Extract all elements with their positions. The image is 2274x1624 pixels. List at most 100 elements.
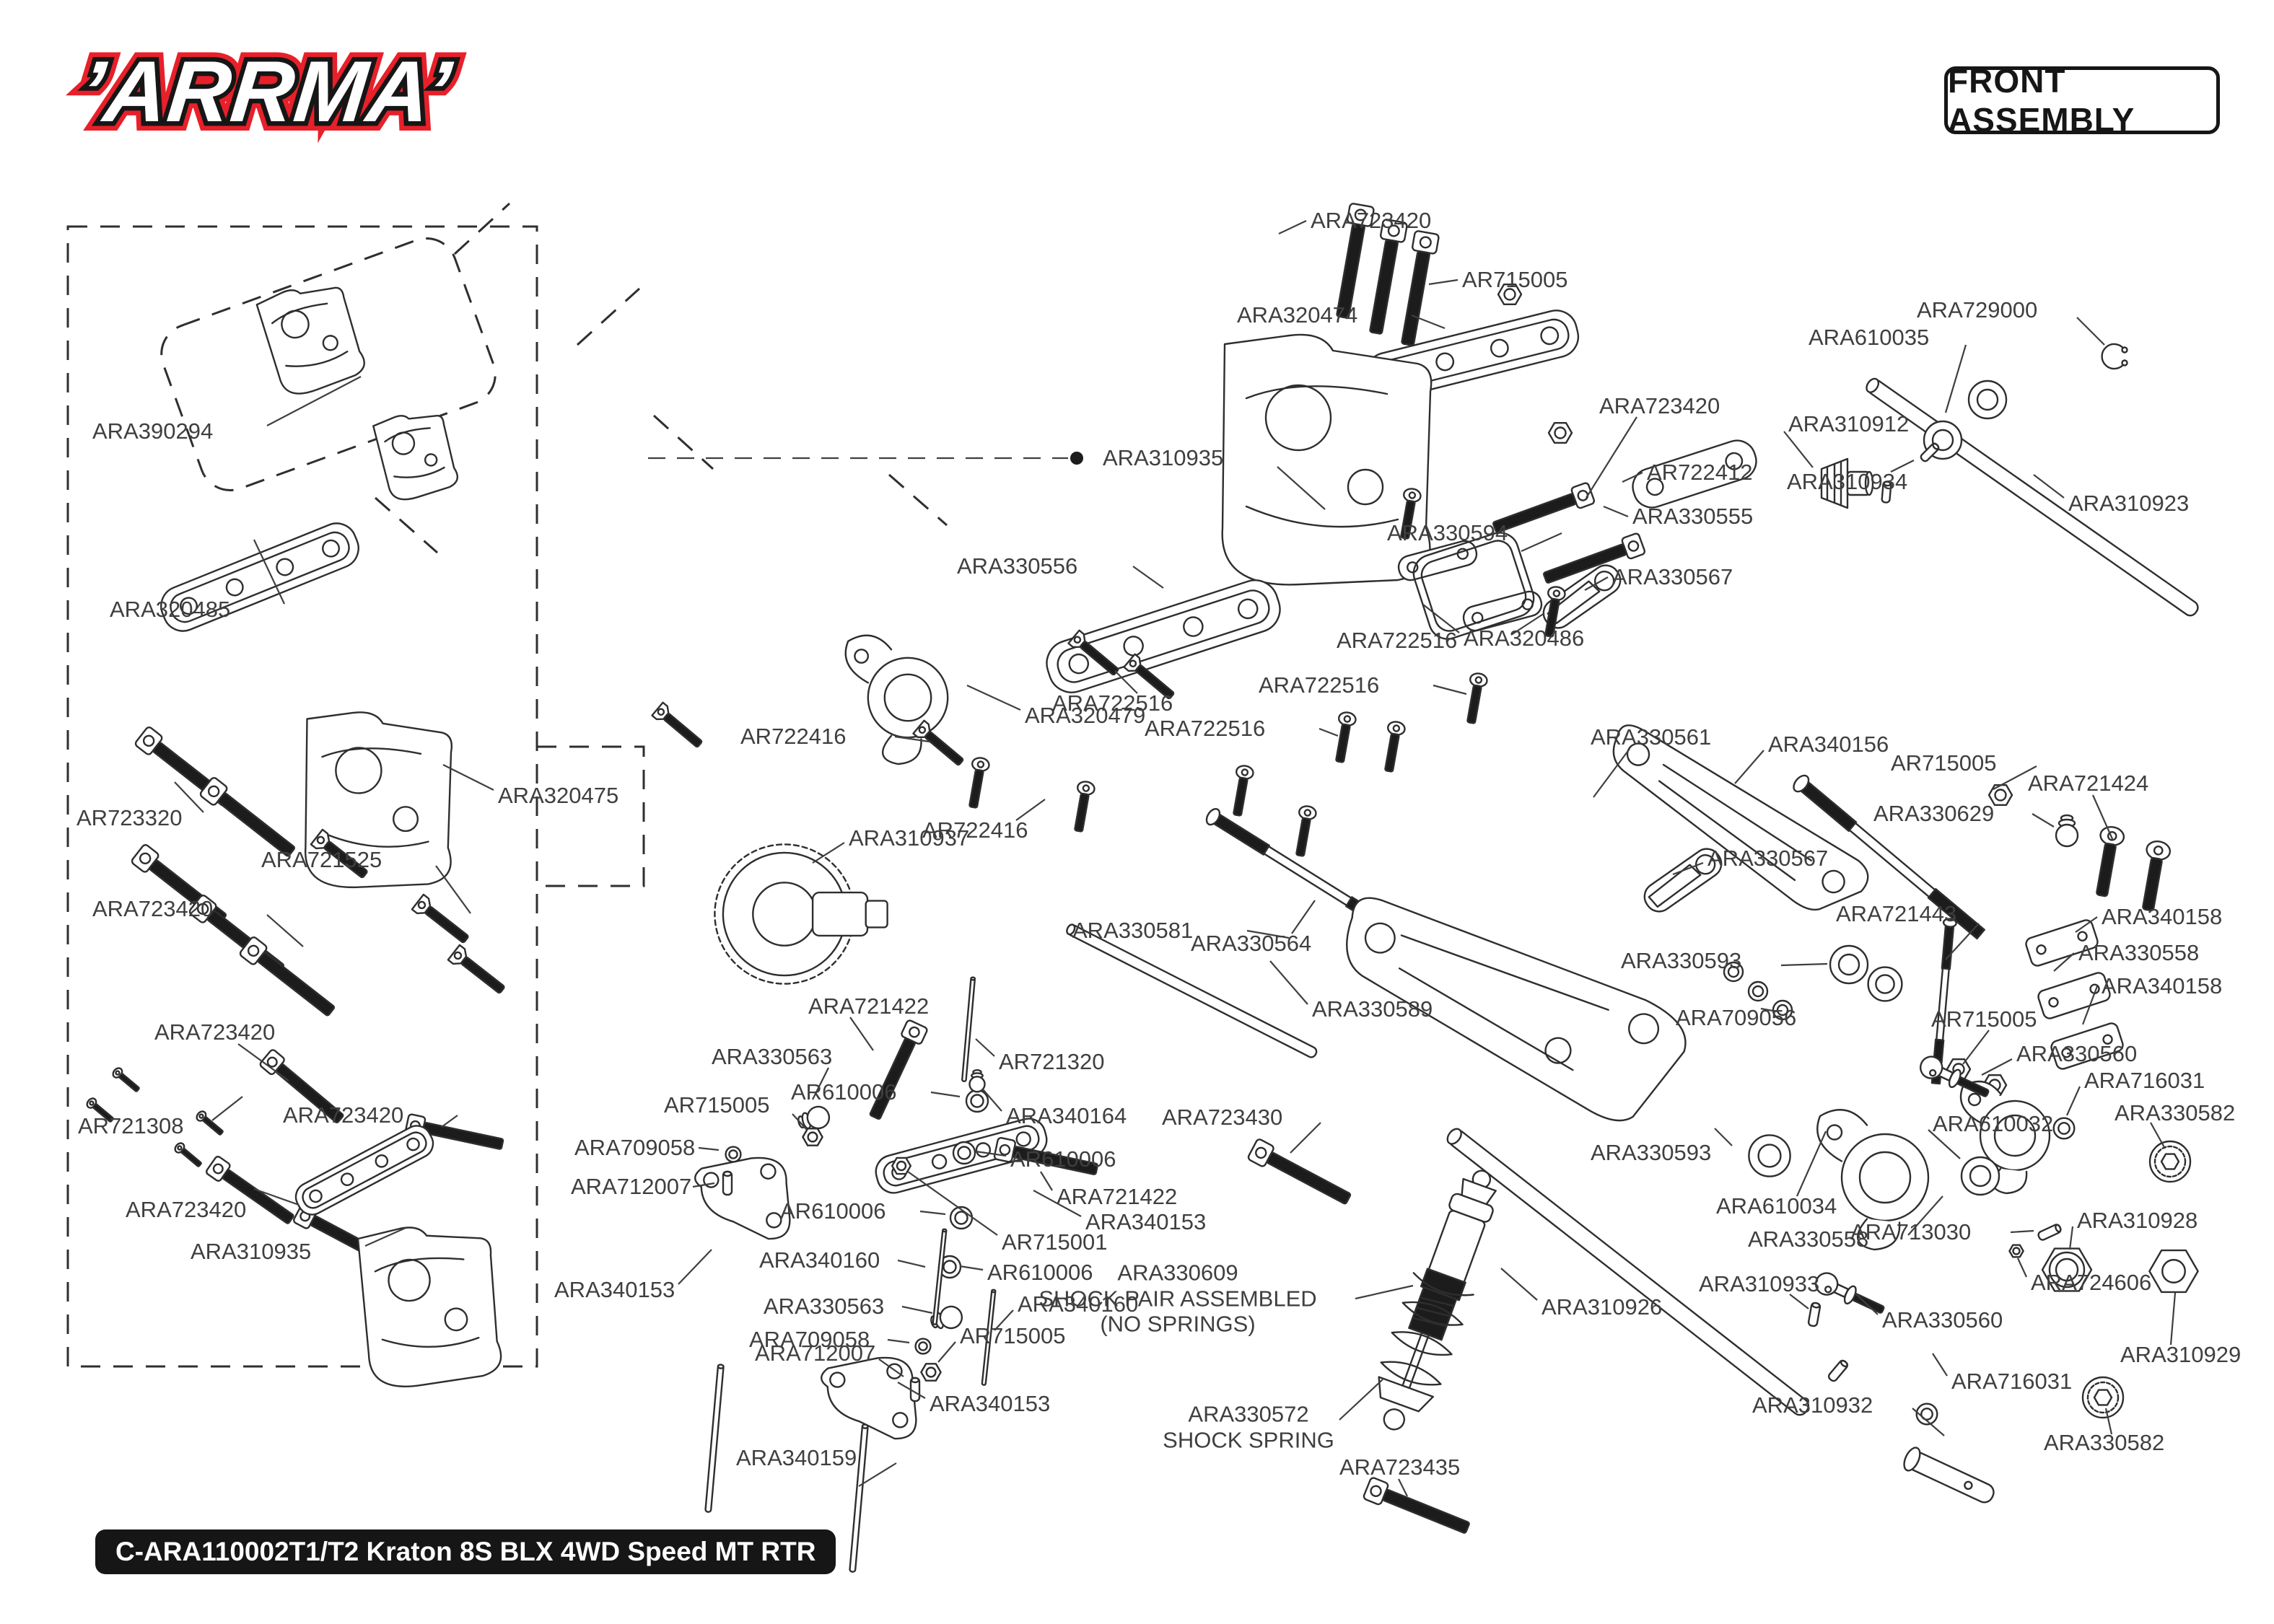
part-label: ARA330561: [1591, 724, 1712, 750]
part-wsh: [1747, 980, 1769, 1002]
part-scC: [1362, 1475, 1473, 1540]
part-rgS: [965, 1089, 989, 1113]
part-label: ARA712007: [755, 1340, 876, 1366]
part-label: ARA310935: [1103, 445, 1224, 471]
part-pin: [1826, 1358, 1850, 1384]
part-label: ARA330594: [1387, 520, 1508, 546]
part-label: ARA330560: [2016, 1041, 2138, 1067]
part-axl: [1899, 1444, 1999, 1509]
part-label: ARA330593: [1591, 1140, 1712, 1166]
part-label: AR715005: [1891, 750, 1997, 776]
part-scB: [1330, 710, 1358, 765]
part-label: AR610006: [791, 1079, 897, 1105]
part-nut: [1547, 422, 1573, 444]
part-label: ARA330558: [2078, 940, 2200, 966]
part-pin: [722, 1170, 733, 1196]
part-label: ARA330556: [957, 553, 1078, 579]
part-label: AR721308: [78, 1113, 184, 1139]
footer-model-code: C-ARA110002T1/T2 Kraton 8S BLX 4WD Speed…: [95, 1529, 836, 1574]
part-scB: [1290, 804, 1319, 859]
part-nut: [2149, 1250, 2198, 1292]
part-plg: [2081, 1376, 2125, 1419]
part-label: AR610006: [1010, 1146, 1116, 1172]
part-scB: [1069, 779, 1097, 834]
part-pin: [909, 1377, 921, 1403]
part-label: AR715005: [1931, 1006, 2037, 1032]
part-scB: [172, 1141, 204, 1169]
part-label: ARA610035: [1809, 325, 1930, 351]
part-label: ARA310935: [191, 1239, 312, 1265]
part-label: ARA340164: [1006, 1103, 1127, 1129]
part-gbx: [1220, 333, 1433, 587]
part-label: ARA712007: [571, 1174, 692, 1200]
part-wsh: [2052, 1117, 2076, 1140]
part-label: ARA721424: [2028, 771, 2149, 796]
part-rgM: [1960, 1156, 2000, 1196]
part-scB: [1379, 719, 1407, 774]
part-label: ARA310912: [1788, 411, 1910, 437]
part-scB: [1461, 671, 1490, 726]
part-label: ARA330567: [1707, 846, 1829, 872]
part-label: ARA723420: [126, 1197, 247, 1223]
part-label: AR723320: [76, 805, 183, 831]
part-label: AR722416: [740, 724, 847, 750]
part-rgM: [1967, 379, 2008, 420]
part-scB: [2135, 838, 2173, 913]
part-nut: [802, 1128, 823, 1146]
part-label: ARA320475: [498, 783, 619, 809]
part-knk: [844, 634, 949, 765]
part-label: ARA340153: [554, 1277, 675, 1303]
page-title-text: FRONT ASSEMBLY: [1948, 62, 2135, 139]
part-label: ARA340160: [759, 1247, 880, 1273]
part-label: AR722416: [922, 817, 1028, 843]
part-label: AR721320: [999, 1049, 1105, 1075]
leader-lines: [175, 221, 2175, 1496]
part-scF: [651, 701, 707, 752]
part-label: ARA330558: [1748, 1226, 1869, 1252]
part-label: ARA330629: [1873, 801, 1995, 827]
part-label: ARA721443: [1836, 901, 1957, 927]
part-label: ARA310928: [2077, 1208, 2198, 1234]
part-label: ARA724606: [2031, 1270, 2152, 1296]
part-nut: [2008, 1244, 2024, 1258]
part-label: AR610006: [987, 1260, 1093, 1286]
part-nut: [920, 1363, 942, 1382]
part-rdP: [961, 976, 976, 1082]
part-label: AR715005: [960, 1323, 1066, 1349]
part-label: ARA330593: [1621, 948, 1742, 974]
part-label: ARA310929: [2120, 1342, 2242, 1368]
part-label: ARA310923: [2068, 491, 2190, 517]
part-label: ARA330555: [1632, 504, 1754, 530]
part-label: ARA340153: [930, 1391, 1051, 1417]
dashed-kit-boundary: [68, 203, 947, 1366]
part-label: ARA709058: [574, 1135, 696, 1161]
part-wsh: [725, 1146, 742, 1163]
part-label: ARA340153: [1085, 1209, 1207, 1235]
part-label: ARA709058: [749, 1327, 870, 1353]
part-label: ARA709056: [1676, 1005, 1797, 1031]
part-blb: [2055, 814, 2079, 848]
part-label: AR715001: [1002, 1229, 1108, 1255]
part-label: ARA330564: [1191, 931, 1312, 957]
part-label: ARA721422: [808, 993, 930, 1019]
part-label: ARA330582: [2115, 1100, 2236, 1126]
part-plg: [2148, 1140, 2192, 1183]
page-title: FRONT ASSEMBLY: [1944, 62, 2220, 139]
part-label: ARA721422: [1057, 1184, 1178, 1210]
part-clp: [2101, 343, 2128, 370]
part-label: ARA722516: [1337, 628, 1458, 654]
part-scC: [1246, 1137, 1355, 1211]
part-label: AR722412: [1647, 460, 1753, 486]
part-label: AR715005: [664, 1092, 770, 1118]
part-label: ARA330609 SHOCK PAIR ASSEMBLED (NO SPRIN…: [1038, 1260, 1317, 1337]
part-label: ARA340158: [2102, 973, 2223, 999]
part-rgM: [1867, 966, 1903, 1002]
part-label: ARA330581: [1072, 918, 1194, 944]
part-scB: [1228, 763, 1256, 818]
part-label: ARA723420: [1599, 393, 1720, 419]
part-label: ARA610034: [1716, 1193, 1837, 1219]
part-label: ARA721525: [261, 847, 382, 873]
part-label: ARA340160: [1018, 1291, 1139, 1317]
part-label: ARA330589: [1312, 996, 1433, 1022]
parts-layer: [84, 202, 2200, 1573]
